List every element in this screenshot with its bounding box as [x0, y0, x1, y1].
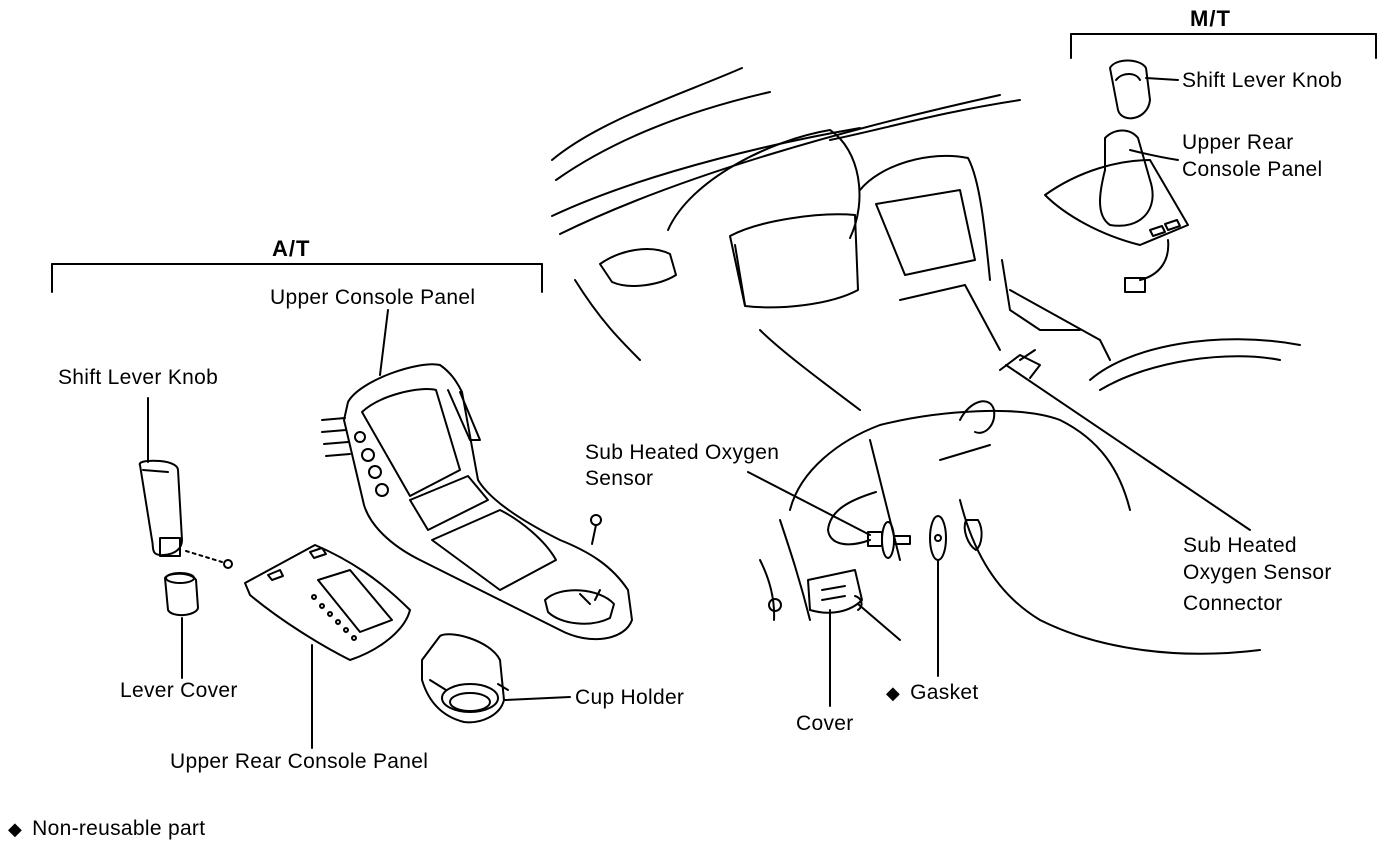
label-gasket: ◆ Gasket: [886, 680, 978, 706]
label-mt-upper-rear-console-panel-line1: Upper Rear: [1182, 131, 1294, 154]
label-cup-holder: Cup Holder: [575, 686, 685, 709]
cover-drawing: [768, 519, 983, 614]
label-at-upper-console-panel: Upper Console Panel: [270, 286, 476, 309]
vehicle-interior-drawing: [551, 67, 1301, 655]
label-cover: Cover: [796, 712, 854, 735]
mt-group-bracket: [1070, 33, 1377, 59]
label-at-lever-cover: Lever Cover: [120, 679, 238, 702]
legend-non-reusable: ◆ Non-reusable part: [8, 816, 205, 842]
sub-oxygen-sensor-drawing: [827, 491, 911, 559]
label-sub-oxygen-sensor-line2: Sensor: [585, 467, 654, 490]
legend-text: Non-reusable part: [32, 817, 206, 840]
at-upper-console-panel-drawing: [321, 363, 633, 641]
at-shift-lever-knob-drawing: [138, 459, 233, 569]
mt-group-header: M/T: [1190, 6, 1231, 31]
at-group-bracket: [51, 263, 543, 293]
label-sub-oxygen-connector-line3: Connector: [1183, 592, 1283, 615]
at-upper-rear-console-panel-drawing: [244, 544, 411, 661]
label-sub-oxygen-connector-line1: Sub Heated: [1183, 534, 1297, 557]
at-group-header: A/T: [272, 236, 311, 261]
label-mt-upper-rear-console-panel-line2: Console Panel: [1182, 158, 1323, 181]
non-reusable-marker-icon: ◆: [886, 683, 901, 703]
legend-diamond-icon: ◆: [8, 819, 23, 839]
label-gasket-text: Gasket: [910, 681, 979, 704]
label-sub-oxygen-connector-line2: Oxygen Sensor: [1183, 561, 1332, 584]
mt-shift-lever-knob-drawing: [1109, 59, 1151, 120]
cup-holder-drawing: [421, 633, 509, 724]
leader-lines: [147, 77, 1251, 749]
mt-upper-rear-console-panel-drawing: [1044, 129, 1189, 293]
at-lever-cover-drawing: [164, 572, 199, 616]
gasket-drawing: [929, 515, 947, 561]
label-at-upper-rear-console-panel: Upper Rear Console Panel: [170, 750, 429, 773]
label-mt-shift-lever-knob: Shift Lever Knob: [1182, 69, 1343, 92]
label-at-shift-lever-knob: Shift Lever Knob: [58, 366, 219, 389]
label-sub-oxygen-sensor-line1: Sub Heated Oxygen: [585, 441, 780, 464]
